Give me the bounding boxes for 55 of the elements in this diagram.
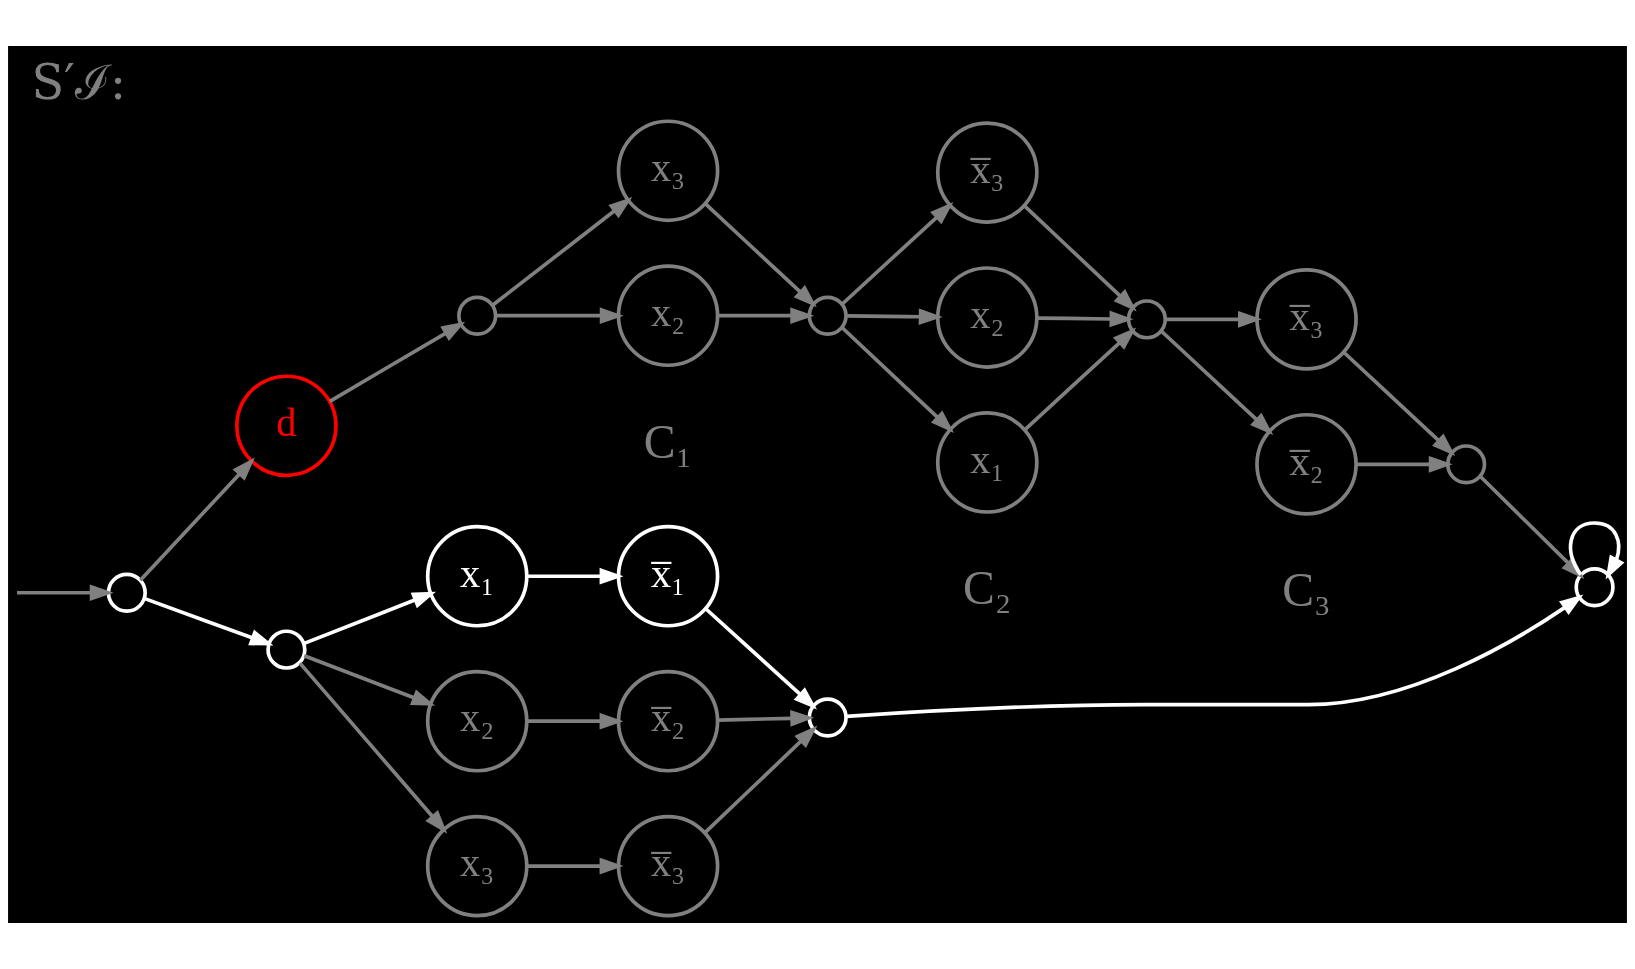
arrow xyxy=(298,661,448,834)
label: C₂ xyxy=(963,561,1012,615)
arrow xyxy=(303,591,437,646)
node-circle: d xyxy=(235,374,338,478)
node-circle xyxy=(1445,444,1487,485)
node-circle xyxy=(1126,299,1168,340)
arrow xyxy=(303,654,436,706)
node-circle: x₂ xyxy=(935,266,1039,369)
arrow xyxy=(526,567,624,585)
arrow xyxy=(846,594,1584,719)
node-circle: x̅₁ xyxy=(616,524,720,628)
arrow xyxy=(1165,311,1262,328)
label: C₁ xyxy=(643,414,693,468)
arrow xyxy=(139,457,255,582)
node-circle xyxy=(457,295,498,336)
arrow xyxy=(718,307,815,325)
arrow xyxy=(17,584,114,602)
node-circle: x₁ xyxy=(935,411,1039,514)
node-circle: x₃ xyxy=(616,119,720,223)
arrow xyxy=(495,307,624,325)
arrow xyxy=(704,202,817,308)
arrow xyxy=(704,725,818,834)
arrow xyxy=(704,607,817,710)
arrow xyxy=(1037,310,1134,328)
node-circle: x̅₃ xyxy=(616,814,720,918)
node-circle xyxy=(1574,567,1615,608)
node-circle: x̅₂ xyxy=(616,669,720,773)
node-circle: x₂ xyxy=(616,264,720,368)
arrow xyxy=(144,596,274,646)
node-circle: x̅₃ xyxy=(1255,268,1358,371)
arrow xyxy=(841,202,954,306)
arrow xyxy=(1023,204,1137,312)
node-circle xyxy=(807,295,848,336)
node-circle xyxy=(807,697,848,738)
arrow xyxy=(491,196,633,307)
arrow xyxy=(841,326,955,433)
node-circle: x₁ xyxy=(425,524,529,628)
arrow xyxy=(1024,327,1137,431)
node-circle: x₃ xyxy=(425,814,529,918)
node-circle: x̅₂ xyxy=(1255,412,1358,516)
arrow xyxy=(328,321,466,403)
arrow xyxy=(846,308,943,326)
node-circle: x₂ xyxy=(425,669,529,773)
node-circle xyxy=(106,572,147,613)
diagram-title: S′ℐ: xyxy=(31,54,126,110)
node-circle xyxy=(266,629,307,670)
arrow xyxy=(526,857,624,875)
arrow xyxy=(1160,329,1274,436)
arrow xyxy=(718,709,815,727)
arrow xyxy=(1342,350,1456,456)
node-circle: x̅₃ xyxy=(935,121,1039,224)
arrow xyxy=(526,712,624,730)
arrow xyxy=(1568,521,1625,580)
label: C₃ xyxy=(1282,563,1331,617)
arrow xyxy=(1356,455,1453,473)
